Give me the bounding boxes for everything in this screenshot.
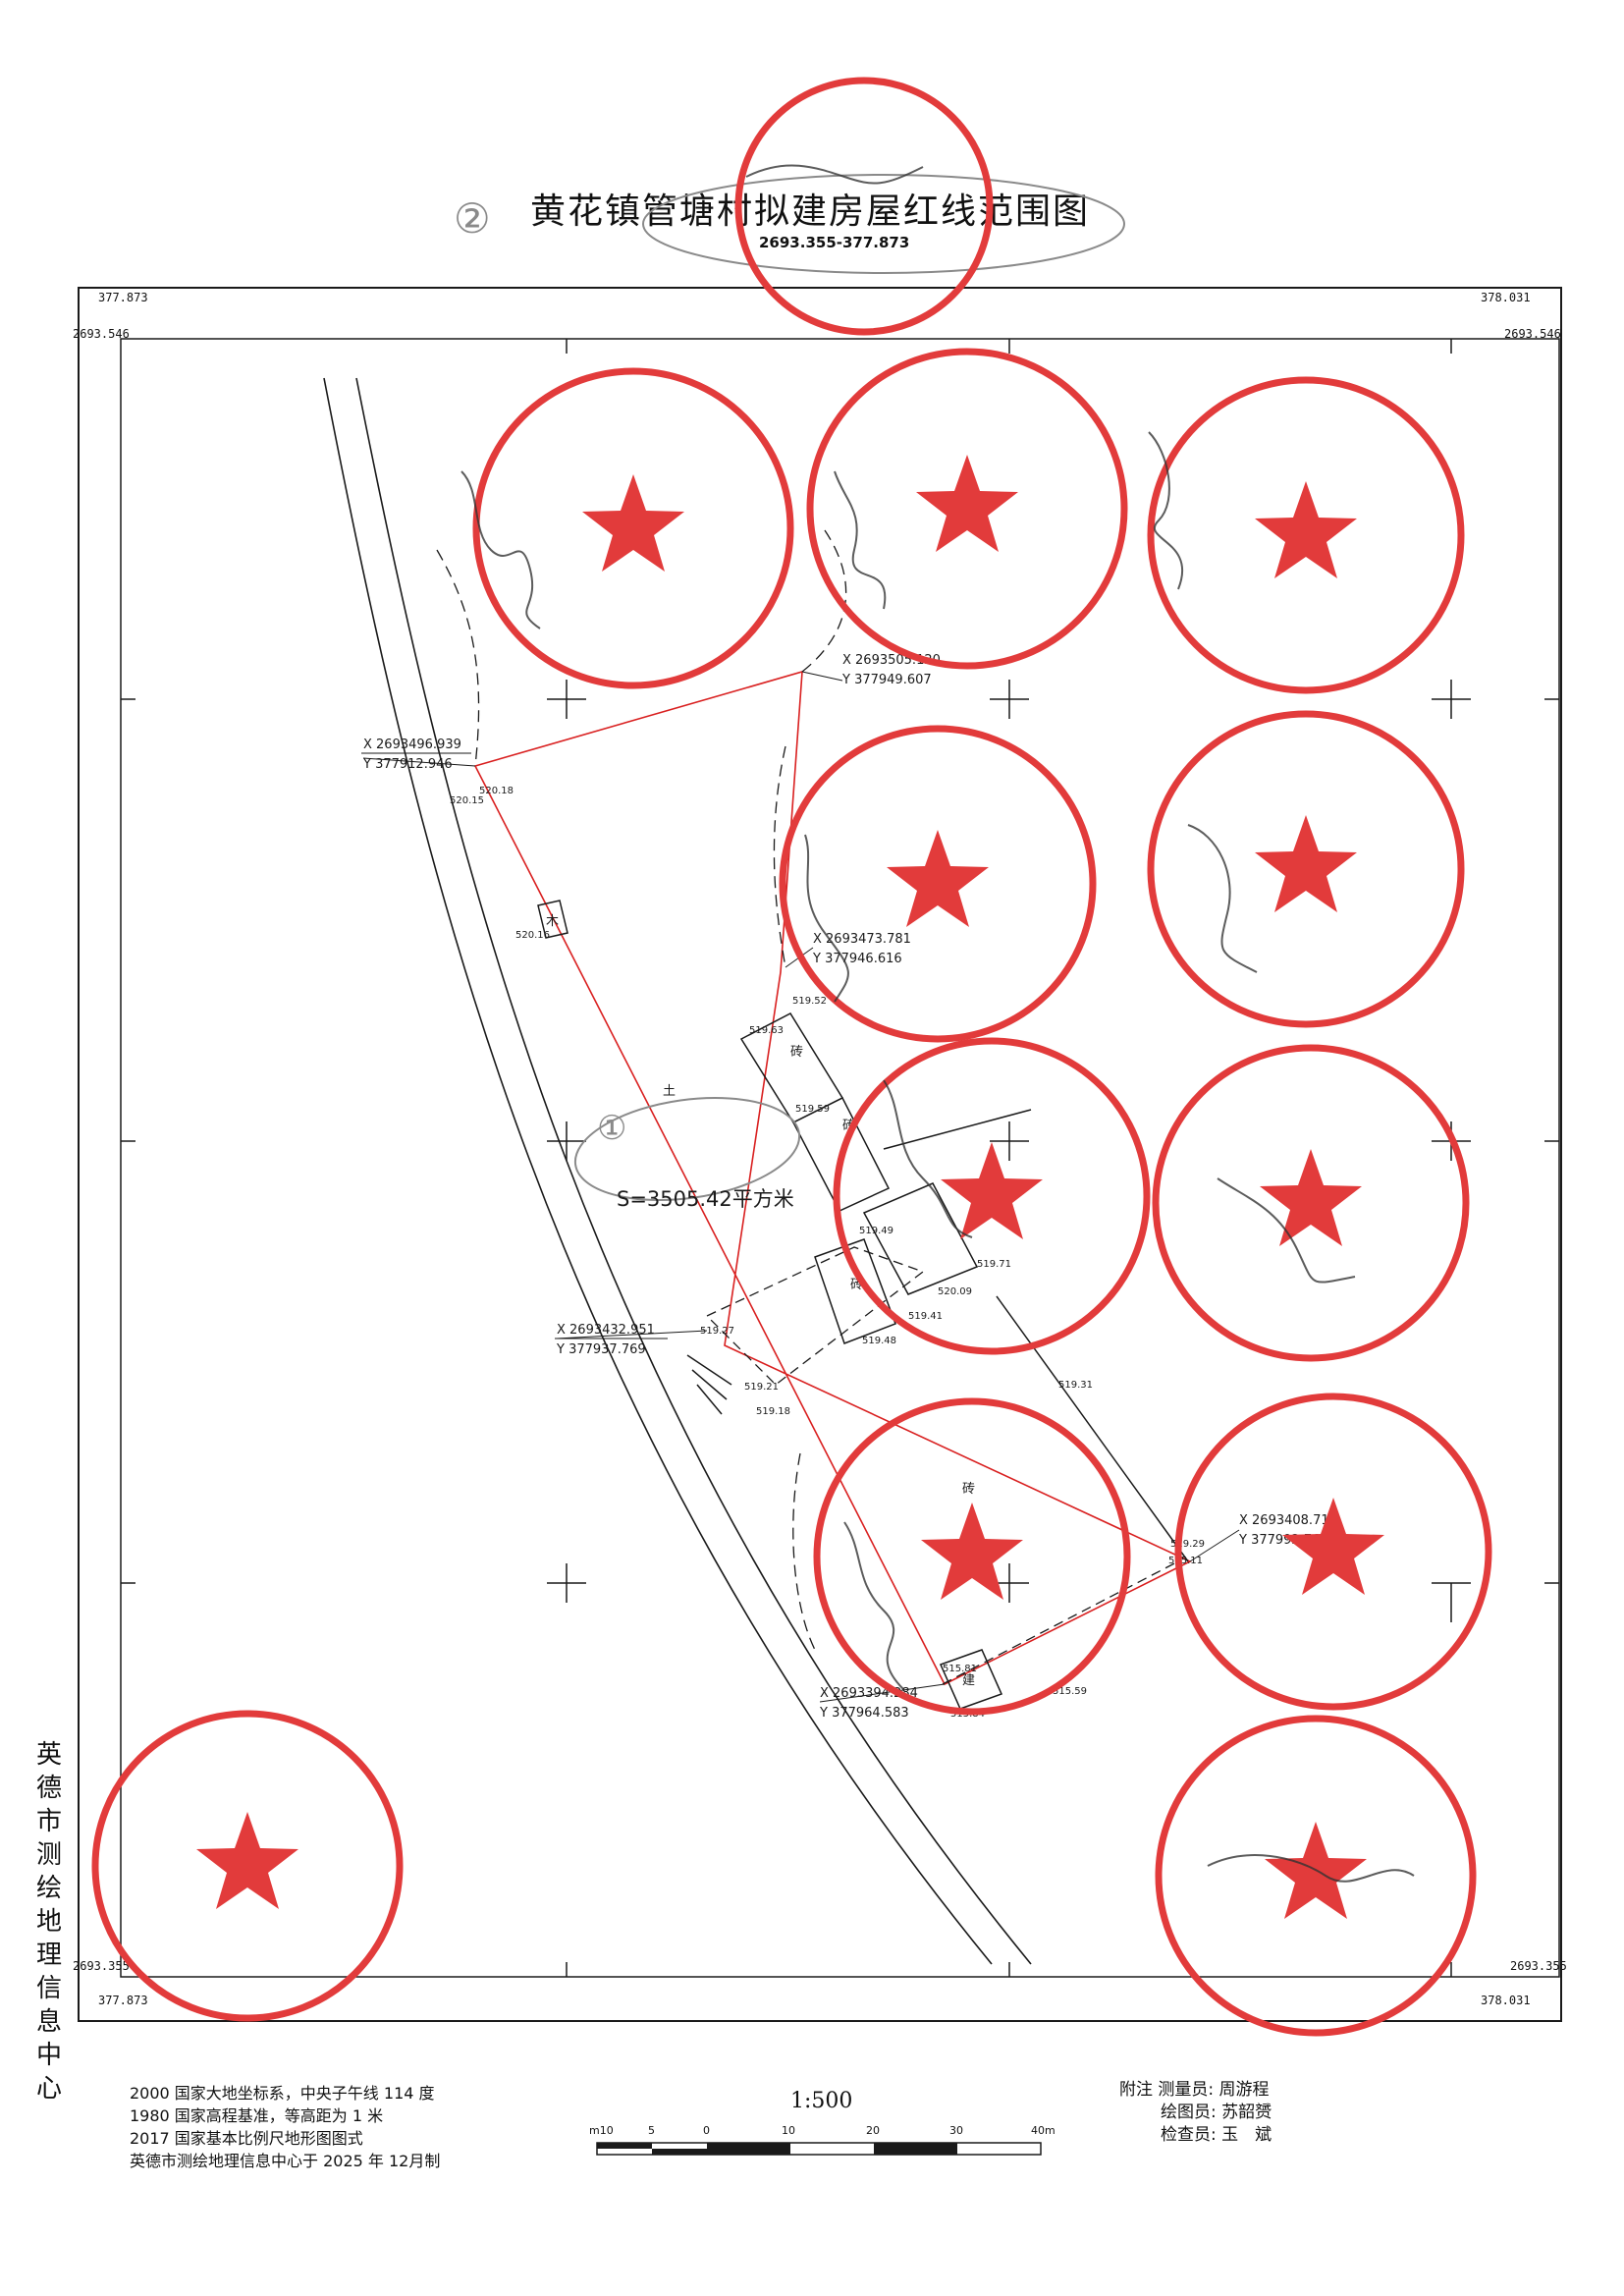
dashed-south <box>942 1560 1179 1685</box>
coord-4-x: X 2693432.951 <box>557 1323 655 1338</box>
scale-label-20: 20 <box>866 2124 880 2137</box>
elev-15: 519.31 <box>1058 1380 1093 1391</box>
corner-bottom-right-y: 2693.355 <box>1510 1959 1567 1973</box>
coord-3-y: Y 377946.616 <box>812 952 902 966</box>
road-edge-right <box>355 377 1032 1965</box>
wood-structure <box>537 900 568 939</box>
area-mark: ① <box>597 1109 626 1148</box>
drafter: 绘图员: 苏韶赟 <box>1161 2103 1272 2122</box>
note-coordinate-system: 2000 国家大地坐标系，中央子午线 114 度 <box>130 2084 435 2103</box>
grid-crosses <box>547 680 1471 1622</box>
coord-6-y: Y 377964.583 <box>819 1706 909 1721</box>
checker: 检查员: 玉 斌 <box>1161 2125 1272 2145</box>
elev-10: 519.41 <box>908 1311 943 1322</box>
corner-top-right-y: 2693.546 <box>1504 327 1561 341</box>
elev-17: 515.11 <box>1168 1556 1203 1566</box>
coord-1-y: Y 377912.946 <box>362 757 453 772</box>
pencil-title-ellipse <box>642 174 1125 274</box>
elev-13: 519.21 <box>744 1382 779 1393</box>
corner-top-right-x: 378.031 <box>1481 291 1531 304</box>
side-organization-label: 英德市测绘地理信息中心 <box>35 1740 62 2104</box>
elev-2: 520.18 <box>479 786 514 796</box>
elev-5: 519.63 <box>749 1025 784 1036</box>
label-brick-4: 砖 <box>962 1482 975 1497</box>
inner-frame <box>120 338 1560 1978</box>
leader-lines <box>362 671 1240 1703</box>
note-producer: 英德市测绘地理信息中心于 2025 年 12月制 <box>130 2152 441 2170</box>
elev-6: 519.59 <box>795 1104 830 1115</box>
outer-frame <box>78 287 1562 2022</box>
corner-bottom-right-x: 378.031 <box>1481 1994 1531 2007</box>
dashed-edge-1 <box>436 549 480 767</box>
label-soil: 土 <box>663 1084 676 1099</box>
scale-label-10: 10 <box>782 2124 795 2137</box>
map-notes: 2000 国家大地坐标系，中央子午线 114 度 1980 国家高程基准，等高距… <box>130 2082 440 2172</box>
scale-label-30: 30 <box>949 2124 963 2137</box>
note-symbols: 2017 国家基本比例尺地形图图式 <box>130 2129 363 2148</box>
sheet-number: 2693.355-377.873 <box>759 234 910 251</box>
scale-label-40m: 40m <box>1031 2124 1056 2137</box>
coord-2-y: Y 377949.607 <box>841 673 932 687</box>
coordinate-labels: X 2693496.939 Y 377912.946 X 2693505.120… <box>361 653 1337 1721</box>
elev-12: 519.27 <box>700 1326 734 1337</box>
handwritten-mark: ② <box>454 194 491 243</box>
elevation-labels: 520.15 520.18 520.16 519.52 519.63 519.5… <box>450 786 1205 1720</box>
elev-16: 519.29 <box>1170 1539 1205 1550</box>
corner-top-left-y: 2693.546 <box>73 327 130 341</box>
pencil-area-ellipse <box>573 1096 801 1202</box>
coord-3-x: X 2693473.781 <box>813 932 911 947</box>
elev-18: 515.81 <box>943 1664 977 1674</box>
label-wood: 木 <box>546 914 559 929</box>
map-title: 黄花镇管塘村拟建房屋红线范围图 <box>530 191 1091 232</box>
note-elevation: 1980 国家高程基准，等高距为 1 米 <box>130 2106 384 2125</box>
corner-bottom-left-y: 2693.355 <box>73 1959 130 1973</box>
elev-9: 520.09 <box>938 1286 972 1297</box>
surveyor: 附注 测量员: 周游程 <box>1119 2080 1270 2100</box>
dashed-edge-4 <box>792 1452 816 1651</box>
area-label: S=3505.42平方米 <box>617 1187 794 1211</box>
coord-1-x: X 2693496.939 <box>363 738 461 752</box>
elev-1: 520.15 <box>450 795 484 806</box>
elev-11: 519.48 <box>862 1336 896 1346</box>
elev-8: 519.71 <box>977 1259 1011 1270</box>
scale-label-5: 5 <box>648 2124 655 2137</box>
seal-rings <box>91 77 1492 2037</box>
grid-ticks <box>121 339 1559 1977</box>
signatures <box>460 164 1415 1883</box>
elev-7: 519.49 <box>859 1226 893 1236</box>
corner-top-left-x: 377.873 <box>98 291 148 304</box>
label-building: 建 <box>962 1673 975 1688</box>
elev-19: 515.59 <box>1053 1686 1087 1697</box>
coord-4-y: Y 377937.769 <box>556 1342 646 1357</box>
coord-5-x: X 2693408.713 <box>1239 1513 1337 1528</box>
scale-bar <box>596 2142 1042 2156</box>
elev-14: 519.18 <box>756 1406 790 1417</box>
scale-label-0: 0 <box>703 2124 710 2137</box>
elev-4: 519.52 <box>792 996 827 1007</box>
map-scale: 1:500 <box>790 2089 853 2113</box>
scale-label-m10: m10 <box>589 2124 614 2137</box>
elev-3: 520.16 <box>515 930 550 941</box>
label-brick-1: 砖 <box>790 1045 803 1060</box>
corner-bottom-left-x: 377.873 <box>98 1994 148 2007</box>
road-edge-left <box>323 377 993 1965</box>
staff-block: 附注 测量员: 周游程 绘图员: 苏韶赟 检查员: 玉 斌 <box>1119 2079 1272 2147</box>
